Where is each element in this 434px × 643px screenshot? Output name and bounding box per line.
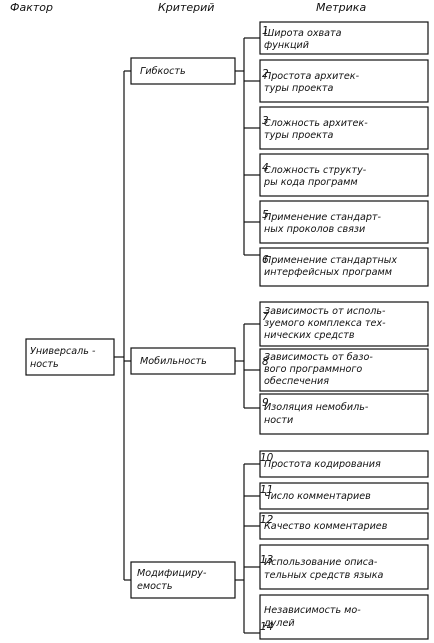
metric-label-line-2: туры проекта xyxy=(264,83,333,94)
criterion-label-line-2: емость xyxy=(137,581,173,592)
criterion-box-modifiability xyxy=(130,561,236,599)
metric-label-line-1: Простота архитек- xyxy=(264,71,360,82)
metric-label-line-1: Применение стандарт- xyxy=(264,212,382,223)
metric-label-line-1: Сложность архитек- xyxy=(264,118,368,129)
metric-node: 11 Число комментариев xyxy=(244,482,429,510)
metric-label-line-2: зуемого комплекса тех- xyxy=(264,318,386,329)
metric-label-line-3: обеспечения xyxy=(264,375,329,387)
metric-node: 8 Зависимость от базо- вого программного… xyxy=(244,348,429,392)
metric-number: 1 xyxy=(262,25,269,37)
metric-label-line-2: ных проколов связи xyxy=(264,224,365,235)
metric-label-line-1: Изоляция немобиль- xyxy=(264,401,369,413)
metric-node: 12 Качество комментариев xyxy=(244,512,429,540)
metric-number: 7 xyxy=(262,311,269,323)
metric-node: 13 Использование описа- тельных средств … xyxy=(244,544,429,590)
metric-node: 9 Изоляция немобиль- ности xyxy=(244,393,429,435)
header-metric: Метрика xyxy=(316,1,366,14)
metric-number: 3 xyxy=(262,115,269,127)
metric-number: 14 xyxy=(260,621,273,633)
factor-label-line-1: Универсаль - xyxy=(30,346,96,357)
metric-label-line-1: Число комментариев xyxy=(264,491,371,502)
metric-label-line-1: Независимость мо- xyxy=(264,605,361,616)
metric-label-line-1: Использование описа- xyxy=(264,557,378,568)
metric-label-line-2: интерфейсных программ xyxy=(264,267,392,278)
factor-node: Универсаль - ность xyxy=(25,338,115,376)
metric-label-line-1: Зависимость от исполь- xyxy=(264,306,386,317)
metric-label-line-1: Зависимость от базо- xyxy=(264,351,373,363)
metric-number: 12 xyxy=(260,514,274,526)
metric-label-line-2: ры кода программ xyxy=(263,177,358,188)
metric-label-line-2: функций xyxy=(264,40,309,51)
factor-label-line-2: ность xyxy=(30,359,59,370)
metric-label-line-2: ности xyxy=(264,415,293,426)
metric-node: 14 Независимость мо- дулей xyxy=(244,594,429,640)
metric-label-line-2: вого программного xyxy=(264,364,362,375)
criterion-node-modifiability: Модифициру- емость xyxy=(130,561,236,599)
criterion-label: Гибкость xyxy=(140,65,186,77)
metric-label-line-1: Широта охвата xyxy=(264,28,342,39)
metric-label-line-1: Простота кодирования xyxy=(264,459,381,470)
criterion-box-mobility xyxy=(130,347,236,375)
criterion-label: Мобильность xyxy=(140,355,207,367)
metric-label-line-3: нических средств xyxy=(264,330,355,341)
criterion-label-line-1: Модифициру- xyxy=(137,568,207,579)
metric-node: 7 Зависимость от исполь- зуемого комплек… xyxy=(244,301,429,347)
metric-label-line-1: Качество комментариев xyxy=(264,521,388,532)
criterion-node-mobility: Мобильность xyxy=(130,347,236,375)
metric-number: 4 xyxy=(262,162,269,174)
metric-label-line-2: тельных средств языка xyxy=(264,570,384,581)
metric-node: 2 Простота архитек- туры проекта xyxy=(244,59,429,103)
metric-node: 5 Применение стандарт- ных проколов связ… xyxy=(244,200,429,244)
criterion-node-flexibility: Гибкость xyxy=(130,57,236,85)
metric-node: 4 Сложность структу- ры кода программ xyxy=(244,153,429,197)
header-factor: Фактор xyxy=(10,1,53,14)
metric-label-line-1: Сложность структу- xyxy=(264,165,367,176)
metric-number: 5 xyxy=(262,209,269,221)
metric-node: 1 Широта охвата функций xyxy=(244,21,429,55)
metric-number: 11 xyxy=(260,484,273,496)
metric-node: 6 Применение стандартных интерфейсных пр… xyxy=(244,247,429,287)
metric-node: 10 Простота кодирования xyxy=(244,450,429,478)
metric-label-line-2: туры проекта xyxy=(264,130,333,141)
metric-node: 3 Сложность архитек- туры проекта xyxy=(244,106,429,150)
metric-number: 10 xyxy=(260,452,274,464)
metric-label-line-1: Применение стандартных xyxy=(264,255,397,266)
metric-number: 2 xyxy=(262,68,269,80)
metric-label-line-2: дулей xyxy=(263,618,295,629)
metric-number: 6 xyxy=(262,254,269,266)
metric-number: 8 xyxy=(262,356,269,368)
factor-box xyxy=(25,338,115,376)
header-criterion: Критерий xyxy=(158,1,214,14)
metric-number: 9 xyxy=(262,397,269,409)
metric-number: 13 xyxy=(260,554,273,566)
